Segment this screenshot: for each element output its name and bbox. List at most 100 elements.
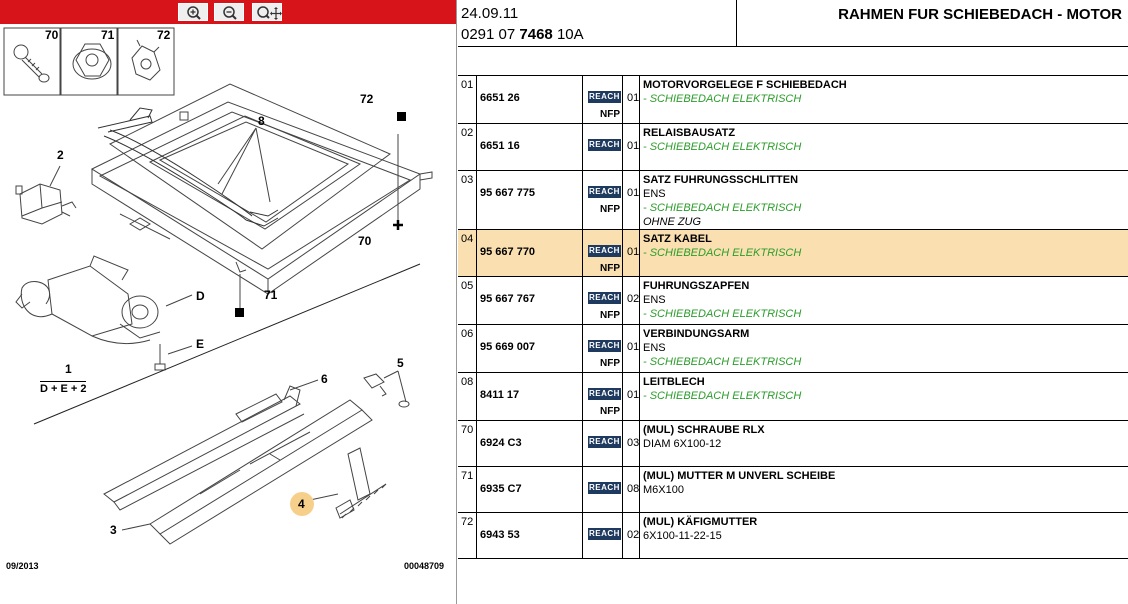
fastener-marker-71 — [235, 308, 244, 317]
part-title: SATZ KABEL — [643, 233, 712, 245]
part-title: (MUL) MUTTER M UNVERL SCHEIBE — [643, 470, 836, 482]
part-detail: 6X100-11-22-15 — [643, 530, 722, 542]
zoom-pan-button[interactable] — [252, 3, 282, 21]
reach-badge: REACH — [588, 292, 621, 304]
reach-badge: REACH — [588, 528, 621, 540]
callout-5[interactable]: 5 — [397, 356, 404, 370]
part-description: MOTORVORGELEGE F SCHIEBEDACH- SCHIEBEDAC… — [643, 78, 1123, 106]
part-number[interactable]: 6651 16 — [480, 140, 520, 152]
nfp-label: NFP — [600, 406, 620, 417]
part-number[interactable]: 6943 53 — [480, 529, 520, 541]
zoom-pan-icon — [257, 6, 282, 20]
part-number[interactable]: 95 667 775 — [480, 187, 536, 199]
relay-2-drawing — [15, 183, 77, 225]
reach-badge: REACH — [588, 340, 621, 352]
part-title: LEITBLECH — [643, 376, 705, 388]
diagram-panel: 70 71 72 72 8 2 70 71 D E 1 D + E + 2 5 … — [0, 0, 457, 604]
zoom-in-button[interactable] — [178, 3, 208, 21]
application-note: - SCHIEBEDACH ELEKTRISCH — [643, 202, 802, 214]
application-note: - SCHIEBEDACH ELEKTRISCH — [643, 308, 802, 320]
motor-drawing — [15, 255, 161, 344]
nfp-label: NFP — [600, 263, 620, 274]
application-note: - SCHIEBEDACH ELEKTRISCH — [643, 356, 802, 368]
application-note: - SCHIEBEDACH ELEKTRISCH — [643, 390, 802, 402]
part-detail: DIAM 6X100-12 — [643, 438, 722, 450]
cable-8-drawing — [97, 107, 279, 227]
row-quantity: 01 — [627, 187, 640, 199]
zoom-out-button[interactable] — [214, 3, 244, 21]
header-spacer — [458, 47, 1128, 76]
row-index: 04 — [461, 233, 474, 245]
reach-badge: REACH — [588, 245, 621, 257]
callout-8[interactable]: 8 — [258, 114, 265, 128]
callout-2[interactable]: 2 — [57, 148, 64, 162]
row-quantity: 01 — [627, 246, 640, 258]
fastener-label-70: 70 — [45, 28, 59, 42]
row-index: 03 — [461, 174, 474, 186]
callout-1-composition: D + E + 2 — [40, 381, 87, 395]
callout-6[interactable]: 6 — [321, 372, 328, 386]
part-title: (MUL) SCHRAUBE RLX — [643, 424, 765, 436]
header-reference: 0291 07 7468 10A — [461, 26, 584, 43]
callout-3[interactable]: 3 — [110, 523, 117, 537]
part-number[interactable]: 95 667 770 — [480, 246, 536, 258]
part-number[interactable]: 6924 C3 — [480, 437, 522, 449]
part-description: RELAISBAUSATZ- SCHIEBEDACH ELEKTRISCH — [643, 126, 1123, 154]
callout-70[interactable]: 70 — [358, 234, 372, 248]
part-description: (MUL) KÄFIGMUTTER 6X100-11-22-15 — [643, 515, 1123, 543]
callout-4[interactable]: 4 — [298, 497, 305, 511]
callout-e[interactable]: E — [196, 337, 205, 351]
row-index: 71 — [461, 470, 474, 482]
callout-71[interactable]: 71 — [264, 288, 278, 302]
part-number[interactable]: 8411 17 — [480, 389, 520, 401]
part-number[interactable]: 95 669 007 — [480, 341, 536, 353]
page-title: RAHMEN FUR SCHIEBEDACH - MOTOR — [838, 6, 1122, 23]
nfp-label: NFP — [600, 310, 620, 321]
sunroof-frame-drawing — [90, 83, 433, 295]
reach-badge: REACH — [588, 139, 621, 151]
part-title: VERBINDUNGSARM — [643, 328, 750, 340]
parts-list-panel: 24.09.11 0291 07 7468 10A RAHMEN FUR SCH… — [458, 0, 1128, 604]
part-description: LEITBLECH - SCHIEBEDACH ELEKTRISCH — [643, 375, 1123, 403]
part-number[interactable]: 6935 C7 — [480, 483, 522, 495]
callout-d[interactable]: D — [196, 289, 205, 303]
exploded-view-diagram — [3, 27, 433, 545]
fastener-marker-70 — [393, 220, 403, 230]
reach-badge: REACH — [588, 186, 621, 198]
fastener-box-70 — [3, 27, 61, 96]
zoom-out-icon — [223, 6, 237, 20]
row-index: 06 — [461, 328, 474, 340]
part-number[interactable]: 95 667 767 — [480, 293, 536, 305]
callout-1[interactable]: 1 — [65, 362, 72, 376]
application-note: - SCHIEBEDACH ELEKTRISCH — [643, 93, 802, 105]
part-detail: ENS — [643, 342, 666, 354]
row-index: 01 — [461, 79, 474, 91]
fastener-label-72: 72 — [157, 28, 171, 42]
guide-pin-5-drawing — [363, 373, 410, 408]
flange-nut-icon — [72, 43, 112, 80]
part-title: (MUL) KÄFIGMUTTER — [643, 516, 758, 528]
part-detail: ENS — [643, 294, 666, 306]
callout-highlight — [290, 492, 314, 516]
row-quantity: 01 — [627, 92, 640, 104]
diagram-footer-code: 00048709 — [404, 561, 445, 571]
callout-72[interactable]: 72 — [360, 92, 374, 106]
row-quantity: 03 — [627, 437, 640, 449]
part-number[interactable]: 6651 26 — [480, 92, 520, 104]
part-description: SATZ KABEL- SCHIEBEDACH ELEKTRISCH — [643, 232, 1123, 260]
nfp-label: NFP — [600, 358, 620, 369]
row-index: 70 — [461, 424, 474, 436]
